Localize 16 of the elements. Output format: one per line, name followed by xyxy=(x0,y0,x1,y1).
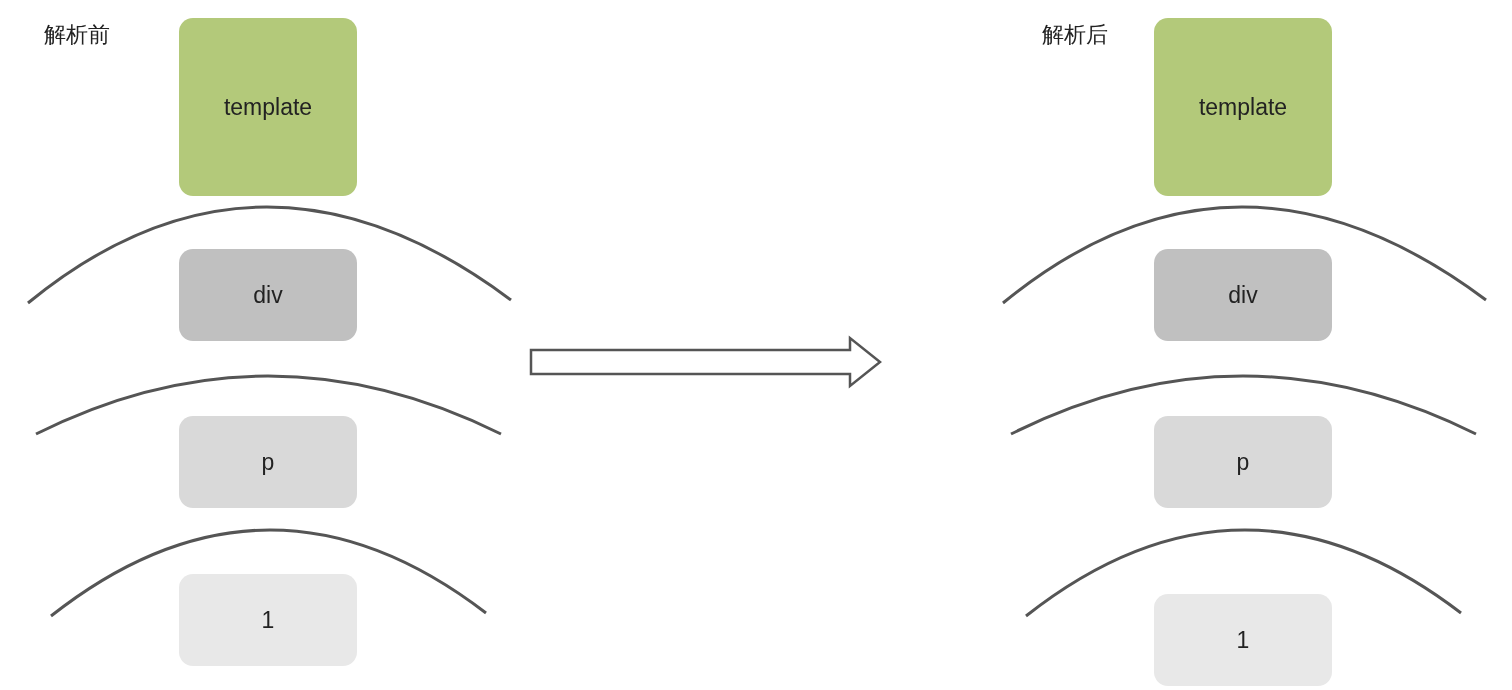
element-box xyxy=(179,249,357,341)
node-label: div xyxy=(253,281,283,309)
node-label: div xyxy=(1228,281,1258,309)
node-label: 1 xyxy=(261,606,275,634)
element-box xyxy=(179,416,357,508)
node-label: template xyxy=(223,93,313,121)
template-box xyxy=(179,18,357,196)
element-box xyxy=(1154,416,1332,508)
element-box xyxy=(1154,249,1332,341)
column-heading: 解析前 xyxy=(44,21,110,49)
template-box xyxy=(1154,18,1332,196)
column-heading: 解析后 xyxy=(1042,21,1108,49)
node-label: 1 xyxy=(1236,626,1250,654)
node-label: p xyxy=(1236,448,1250,476)
node-label: p xyxy=(261,448,275,476)
node-label: template xyxy=(1198,93,1288,121)
